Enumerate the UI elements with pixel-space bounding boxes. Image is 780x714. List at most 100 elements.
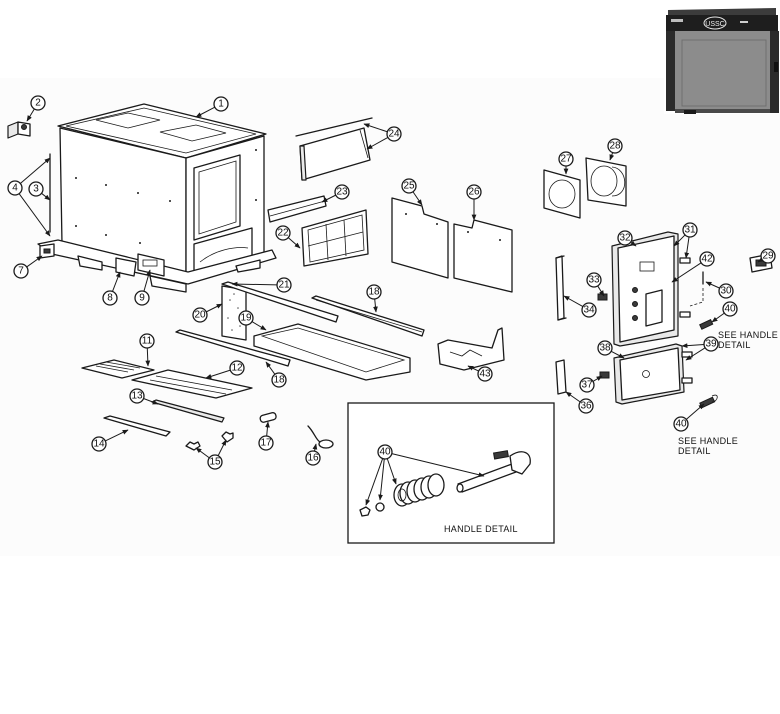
callout-14: 14 [91, 436, 107, 452]
leader-line-7 [26, 255, 43, 268]
callout-2: 2 [30, 95, 46, 111]
callout-bubble [134, 290, 150, 306]
callout-label: 37 [581, 380, 593, 391]
callout-bubble [703, 336, 719, 352]
part-14-bar [103, 415, 171, 437]
leader-line-28 [609, 152, 615, 161]
handle-detail-title: HANDLE DETAIL [444, 524, 518, 534]
callout-label: 8 [107, 293, 113, 304]
part-17-coupler [259, 412, 277, 423]
callout-label: 13 [131, 391, 143, 402]
front-grille [675, 31, 770, 111]
callout-bubble [102, 290, 118, 306]
callout-bubble [276, 277, 292, 293]
leader-line-40c [365, 458, 384, 506]
callout-label: 18 [273, 375, 285, 386]
callout-bubble [578, 398, 594, 414]
callout-7: 7 [13, 263, 29, 279]
leader-line-14 [105, 429, 129, 442]
callout-label: 11 [142, 336, 153, 347]
part-9 [137, 253, 165, 277]
leader-line-39 [681, 343, 705, 349]
callout-label: 2 [35, 98, 41, 109]
callout-label: 19 [240, 313, 252, 324]
handle-detail-washer [375, 502, 385, 512]
callout-13: 13 [129, 388, 145, 404]
leader-line-18a [373, 298, 378, 313]
leader-line-37 [592, 375, 603, 382]
leader-line-2 [26, 108, 35, 122]
callout-bubble [617, 230, 633, 246]
leader-line-40b [685, 403, 705, 420]
leader-line-11 [145, 347, 151, 367]
callout-17: 17 [258, 435, 274, 451]
leader-line-31 [673, 234, 686, 247]
callout-label: 25 [403, 181, 415, 192]
callout-bubble [366, 284, 382, 300]
part-25-panel [391, 197, 449, 279]
part-19-ash-pan [253, 323, 411, 381]
callout-8: 8 [102, 290, 118, 306]
part-26-panel [453, 219, 513, 293]
callout-label: 9 [139, 293, 145, 304]
callout-bubble [192, 307, 208, 323]
leader-line-43 [467, 365, 479, 372]
callout-label: 36 [580, 401, 592, 412]
part-18-rail-upper [311, 295, 425, 337]
leader-line-40a [711, 312, 725, 323]
part-36-bracket [555, 359, 567, 395]
callout-label: 29 [762, 251, 774, 262]
callout-label: 4 [12, 183, 18, 194]
callout-20: 20 [192, 307, 208, 323]
callout-bubble [30, 95, 46, 111]
part-23-bracket [267, 195, 327, 223]
callout-bubble [682, 222, 698, 238]
callout-42: 42 [699, 251, 715, 267]
part-16-shaker-handle [307, 425, 334, 449]
callout-bubble [207, 454, 223, 470]
logo-text: USSC [705, 21, 724, 28]
callout-label: 40 [724, 304, 736, 315]
part-22-grate [301, 209, 369, 267]
callout-label: 17 [260, 438, 272, 449]
callout-bubble [258, 435, 274, 451]
callout-bubble [597, 340, 613, 356]
leader-line-39 [685, 347, 706, 361]
handle-detail-clip [359, 506, 371, 517]
note-detail-1: DETAIL [718, 340, 751, 350]
note-see-handle-2: SEE HANDLE [678, 436, 738, 446]
leader-line-16 [312, 443, 318, 452]
callout-label: 43 [479, 369, 491, 380]
callout-bubble [271, 372, 287, 388]
handle-detail-box: HANDLE DETAIL [347, 402, 555, 544]
callout-label: 1 [218, 99, 224, 110]
callout-bubble [377, 444, 393, 460]
callout-label: 30 [720, 286, 732, 297]
leader-line-42 [671, 262, 702, 283]
note-detail-2: DETAIL [678, 446, 711, 456]
leader-line-23 [321, 194, 336, 203]
leader-line-9 [143, 269, 151, 292]
callout-label: 40 [379, 447, 391, 458]
callout-18b: 18 [271, 372, 287, 388]
leader-line-24 [366, 136, 389, 150]
leader-line-38 [610, 350, 625, 359]
callout-label: 14 [93, 439, 105, 450]
leader-line-25 [412, 191, 423, 206]
callout-26: 26 [466, 184, 482, 200]
callout-19: 19 [238, 310, 254, 326]
callout-3: 3 [28, 181, 44, 197]
callout-label: 39 [705, 339, 717, 350]
callout-1: 1 [213, 96, 229, 112]
control-band [666, 15, 778, 31]
leader-line-19 [251, 321, 267, 331]
callout-label: 16 [307, 453, 319, 464]
part-32-upper-door [611, 231, 691, 347]
callout-bubble [129, 388, 145, 404]
part-8 [115, 257, 137, 277]
callout-21: 21 [276, 277, 292, 293]
callout-bubble [386, 126, 402, 142]
callout-label: 42 [701, 254, 713, 265]
callout-11: 11 [139, 333, 155, 349]
